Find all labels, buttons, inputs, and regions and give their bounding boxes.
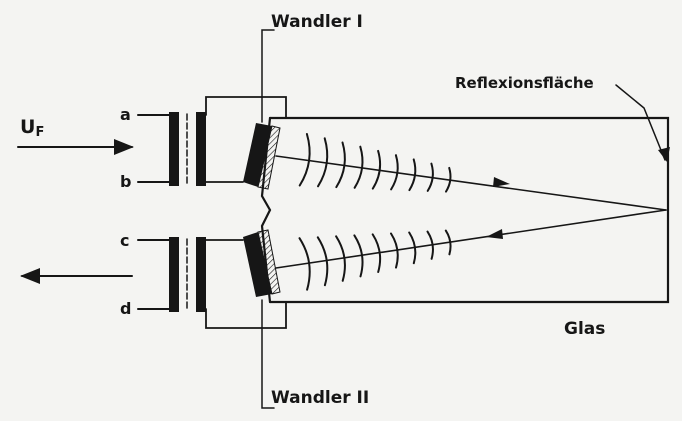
wavefront-arc [298,133,311,187]
glass-body [260,116,670,304]
transducer-2-backing [257,229,281,295]
wavefront-arc [390,232,399,269]
transducer-2-crystal [243,232,272,297]
label-terminal-d: d [120,299,131,318]
wavefront-arc [390,154,399,191]
beam-return [275,209,667,269]
wavefront-arc [335,235,346,282]
wavefront-arc [445,166,452,193]
reflection-arrowhead [658,147,670,162]
wavefront-arc [353,145,364,189]
transducer-1 [243,123,281,190]
input-network [137,96,287,186]
wavefront-arc [335,141,346,189]
wavefront-arc [371,233,382,273]
label-transducer-2: Wandler II [271,388,369,408]
transducer-1-crystal [243,123,272,187]
wavefronts-return [298,229,452,291]
leader-line-reflection-surface [615,84,666,161]
wavefront-arc [444,229,452,256]
transducer-2 [243,229,281,297]
beam-outgoing-arrowhead [493,177,510,187]
label-terminal-c: c [120,231,129,250]
label-input-voltage: UF [20,116,44,140]
leader-line-transducer-1 [261,29,275,123]
wavefront-arc [298,237,311,291]
label-medium: Glas [564,319,605,339]
wavefront-arc [426,162,434,192]
beam-return-arrowhead [486,229,503,239]
wavefront-arc [316,236,329,287]
label-transducer-1: Wandler I [271,12,363,32]
transducer-1-backing [257,125,281,190]
leader-line-transducer-2 [261,299,275,409]
wavefront-arc [408,231,417,265]
wavefronts-outgoing [298,133,452,193]
label-terminal-b: b [120,172,131,191]
label-terminal-a: a [120,105,131,124]
wavefront-arc [408,158,417,192]
wavefront-arc [371,149,382,190]
wavefront-arc [317,137,329,188]
label-reflection-surface: Reflexionsfläche [455,74,594,92]
output-network [137,237,287,329]
beam-outgoing [275,155,667,211]
wavefront-arc [353,234,364,278]
wavefront-arc [426,230,434,260]
